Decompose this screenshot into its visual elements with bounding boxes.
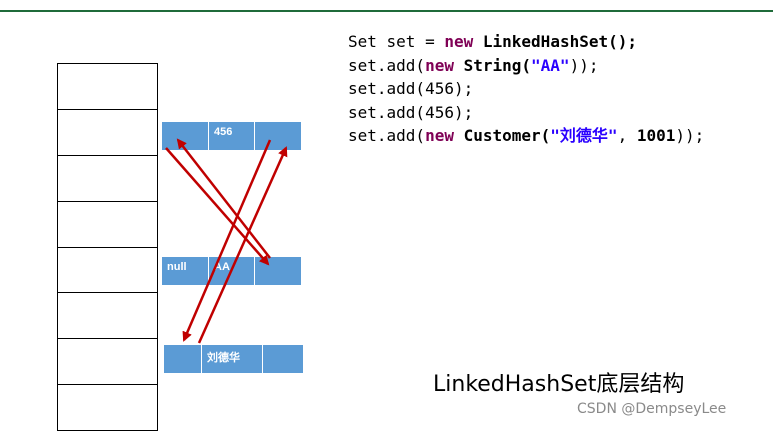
node-prev-cell: null xyxy=(162,257,209,285)
code-token: set xyxy=(386,32,416,51)
table-cell-divider xyxy=(58,109,157,110)
code-token: )); xyxy=(569,55,599,75)
node-456: 456 xyxy=(162,122,301,150)
node-liudehua: 刘德华 xyxy=(164,345,303,373)
code-token: "刘德华" xyxy=(550,126,618,145)
code-token: "AA" xyxy=(531,55,570,75)
table-cell-divider xyxy=(58,201,157,202)
code-token: new xyxy=(425,126,454,145)
code-token: String( xyxy=(453,55,532,75)
table-cell-divider xyxy=(58,384,157,385)
arrow-aa-to-ldh xyxy=(182,139,272,342)
code-token: )); xyxy=(675,126,705,145)
code-line: set.add(456); xyxy=(348,77,704,101)
code-token: set.add(456); xyxy=(348,102,474,122)
arrow-ldh-to-aa xyxy=(197,146,288,344)
code-token: set.add( xyxy=(348,55,426,75)
code-token: new xyxy=(425,55,454,75)
code-token: LinkedHashSet(); xyxy=(473,32,638,51)
top-divider xyxy=(0,10,773,12)
code-line: set.add(new String("AA")); xyxy=(348,54,704,78)
table-cell-divider xyxy=(58,247,157,248)
hash-table-array xyxy=(57,63,158,431)
arrow-aa-to-456 xyxy=(176,138,271,259)
top-bar xyxy=(0,0,773,10)
node-value-cell: 刘德华 xyxy=(202,345,263,373)
code-token: , xyxy=(617,126,637,145)
code-line: Set set = new LinkedHashSet(); xyxy=(348,30,704,54)
code-token: = xyxy=(415,32,445,51)
code-token: Customer( xyxy=(453,126,551,145)
code-line: set.add(456); xyxy=(348,101,704,125)
code-token: new xyxy=(444,32,474,51)
code-token: set.add(456); xyxy=(348,79,474,98)
node-next-cell xyxy=(263,345,303,373)
table-cell-divider xyxy=(58,338,157,339)
code-token: set.add( xyxy=(348,126,426,145)
watermark-credit: CSDN @DempseyLee xyxy=(577,401,727,417)
node-prev-cell xyxy=(164,345,202,373)
code-block: Set set = new LinkedHashSet();set.add(ne… xyxy=(348,30,704,148)
table-cell-divider xyxy=(58,292,157,293)
code-line: set.add(new Customer("刘德华", 1001)); xyxy=(348,124,704,148)
arrow-456-to-aa xyxy=(165,147,270,266)
code-token: 1001 xyxy=(636,126,676,145)
table-cell-divider xyxy=(58,155,157,156)
node-next-cell xyxy=(255,122,301,150)
diagram-caption: LinkedHashSet底层结构 xyxy=(433,372,685,397)
node-value-cell: 456 xyxy=(209,122,255,150)
code-token: Set xyxy=(348,32,387,51)
